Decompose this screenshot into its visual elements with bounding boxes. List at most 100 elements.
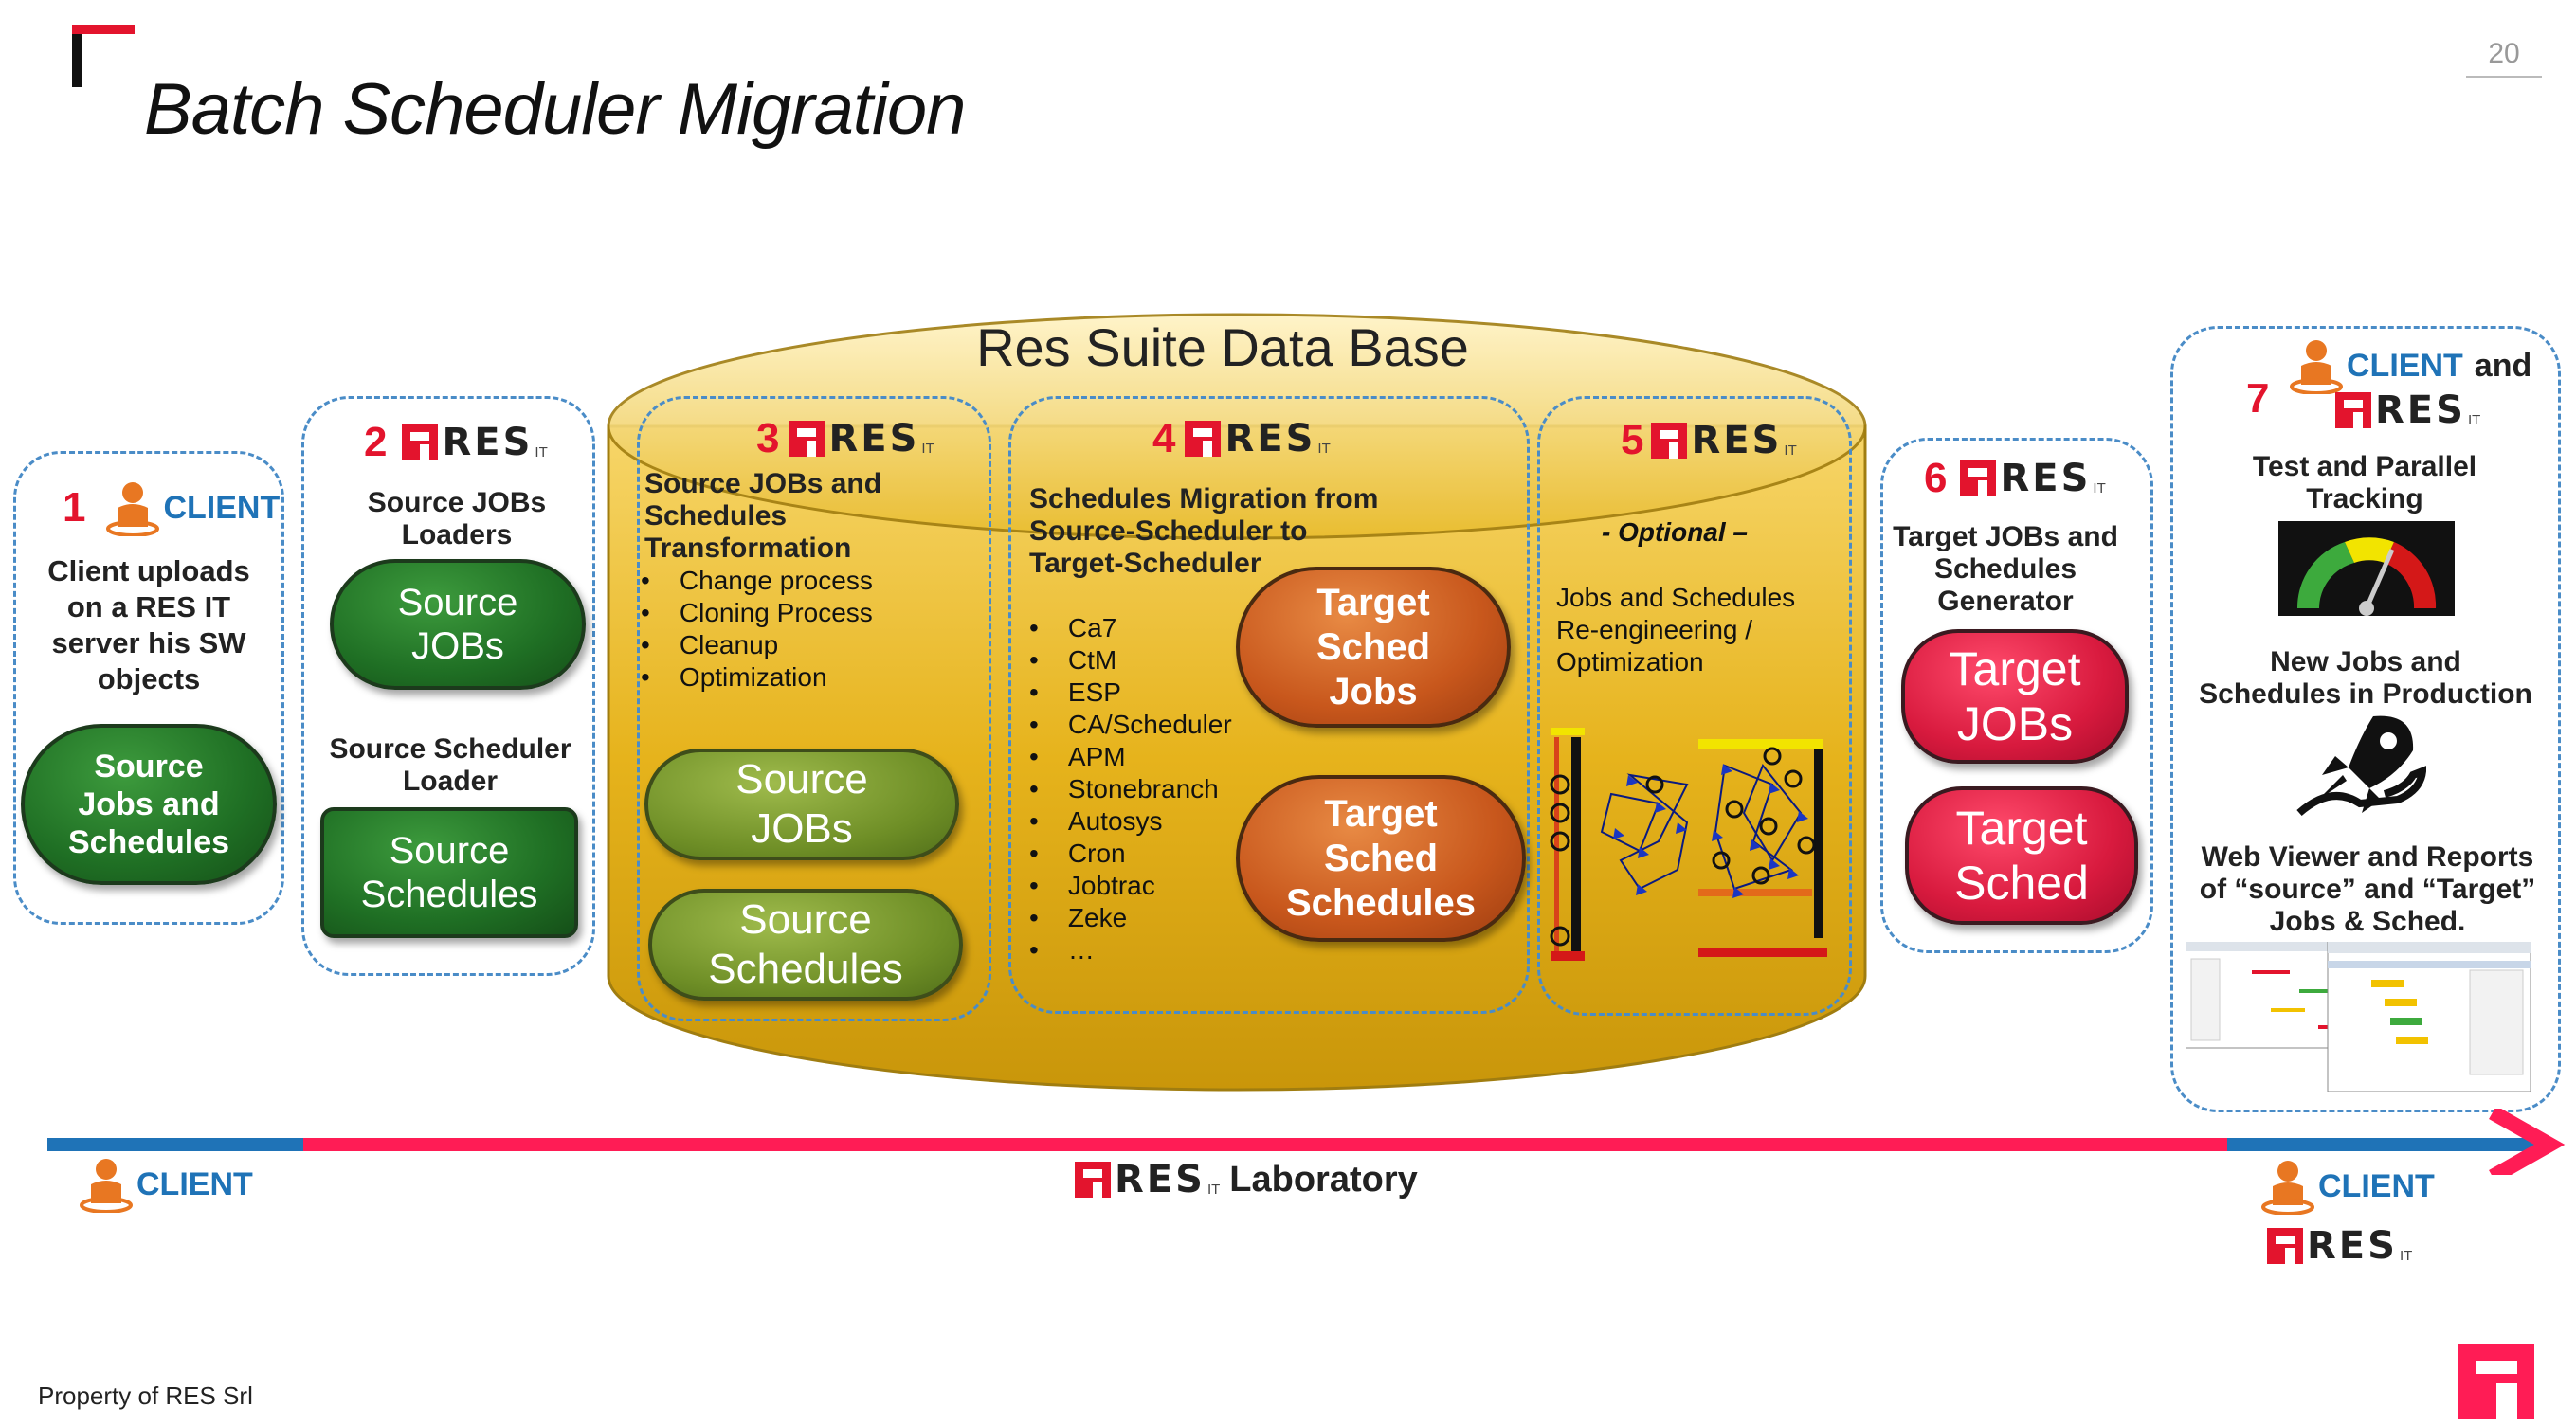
step3-bullet-text: Change process <box>679 566 873 595</box>
step1-text: Client uploads on a RES IT server his SW… <box>47 554 250 695</box>
step7-client: CLIENT and <box>2290 337 2531 394</box>
step4-bullet: • Stonebranch <box>1029 774 1219 803</box>
report-screenshot-thumbnail <box>2185 941 2531 1092</box>
step4-bullet: • Ca7 <box>1029 613 1117 642</box>
step4-bullet-text: … <box>1067 935 1095 965</box>
client-label: CLIENT <box>136 1165 253 1202</box>
lab-label: Laboratory <box>1229 1160 1418 1200</box>
res-logo-mark <box>2267 1228 2303 1264</box>
step2-number: 2 <box>364 419 388 465</box>
step4-bullet: • CA/Scheduler <box>1029 710 1232 739</box>
step2-pill2-label: Source Schedules <box>360 830 538 915</box>
step4-number: 4 <box>1152 415 1176 461</box>
step2-heading2: Source Scheduler Loader <box>329 733 571 797</box>
step7-panel <box>2170 326 2561 1112</box>
res-logo-word: RES <box>828 417 920 460</box>
timeline-arrow <box>47 1106 2568 1183</box>
res-logo-sup: IT <box>1317 441 1331 457</box>
step5-optional: - Optional – <box>1602 517 1748 547</box>
step4-bullet: • ESP <box>1029 677 1121 707</box>
step4-bullet-text: APM <box>1067 742 1126 771</box>
step4-bullet: • CtM <box>1029 645 1117 675</box>
step3-bullet-list: • Change process • Cloning Process • Cle… <box>641 565 873 694</box>
res-logo-mark <box>1651 423 1688 459</box>
step3-bullet: • Cloning Process <box>641 598 873 627</box>
step6-heading: Target JOBs and Schedules Generator <box>1893 521 2118 617</box>
step7-and: and <box>2474 347 2532 384</box>
web-viewer-screenshot <box>2185 941 2531 1092</box>
step4-pill2-label: Target Sched Schedules <box>1285 792 1477 924</box>
client-label: CLIENT <box>2318 1167 2435 1204</box>
step2-heading1: Source JOBs Loaders <box>367 487 547 551</box>
step4-pill-target-sched-jobs: Target Sched Jobs <box>1236 567 1511 728</box>
res-logo-word: RES <box>442 421 534 464</box>
step4-pill-target-sched-schedules: Target Sched Schedules <box>1236 775 1526 942</box>
gauge-icon <box>2278 521 2455 616</box>
res-logo-mark <box>1075 1162 1111 1198</box>
step7-heading3: Web Viewer and Reports of “source” and “… <box>2199 841 2536 937</box>
client-label: CLIENT <box>2347 347 2463 384</box>
step4-bullet-list: • Ca7 • CtM • ESP • CA/Scheduler • APM •… <box>1029 612 1232 966</box>
step6-panel <box>1880 438 2153 953</box>
step1-header: 1 CLIENT <box>63 479 280 536</box>
step1-panel <box>13 451 284 925</box>
res-logo-sup: IT <box>535 444 548 460</box>
res-logo-sup: IT <box>2399 1248 2413 1264</box>
res-logo-mark <box>1960 460 1997 496</box>
client-person-icon <box>2261 1161 2314 1215</box>
client-person-icon <box>80 1159 133 1213</box>
step3-bullet-text: Cleanup <box>679 630 779 659</box>
step1-client: CLIENT <box>106 479 280 536</box>
res-logo-mark <box>402 424 439 460</box>
step4-bullet: • Autosys <box>1029 806 1163 836</box>
step5-number: 5 <box>1621 417 1644 463</box>
step7-heading1: Test and Parallel Tracking <box>2252 451 2477 514</box>
res-logo-word: RES <box>2307 1224 2398 1268</box>
step5-graph-illustration <box>1545 728 1839 965</box>
step6-pill-target-sched: Target Sched <box>1905 786 2138 925</box>
res-logo-word: RES <box>2000 457 2092 500</box>
step3-bullet-text: Cloning Process <box>679 598 873 627</box>
res-logo-word: RES <box>1225 417 1316 460</box>
step5-panel <box>1537 396 1852 1016</box>
step4-bullet: • Zeke <box>1029 903 1128 932</box>
page-title: Batch Scheduler Migration <box>144 69 966 150</box>
step6-number: 6 <box>1924 455 1948 501</box>
step3-bullet-text: Optimization <box>679 662 827 692</box>
step3-bullet: • Optimization <box>641 662 827 692</box>
step4-bullet: • Cron <box>1029 839 1126 868</box>
step2-pill-source-jobs: Source JOBs <box>330 559 586 690</box>
step4-bullet-text: Jobtrac <box>1067 871 1155 900</box>
step2-panel <box>301 396 595 976</box>
step3-pill-source-jobs: Source JOBs <box>644 749 959 860</box>
footer-text: Property of RES Srl <box>38 1381 253 1410</box>
step4-bullet-text: Stonebranch <box>1067 774 1219 803</box>
step3-bullet: • Change process <box>641 566 873 595</box>
res-logo-word: RES <box>1691 419 1783 462</box>
client-label: CLIENT <box>163 489 281 526</box>
timeline-client-right: CLIENT <box>2261 1158 2435 1215</box>
step1-pill-source-jobs-schedules: Source Jobs and Schedules <box>21 724 277 885</box>
step1-number: 1 <box>63 484 86 531</box>
step7-number: 7 <box>2246 375 2270 422</box>
step2-pill1-label: Source JOBs <box>397 582 518 667</box>
step4-bullet-text: ESP <box>1067 677 1121 707</box>
step4-panel <box>1008 396 1530 1014</box>
step5-text: Jobs and Schedules Re-engineering / Opti… <box>1556 583 1796 677</box>
client-person-icon <box>2290 340 2343 394</box>
corner-mark <box>72 25 135 87</box>
timeline-client-left: CLIENT <box>80 1156 253 1213</box>
step4-pill1-label: Target Sched Jobs <box>1315 581 1431 713</box>
step4-bullet: • … <box>1029 935 1095 965</box>
rocket-icon <box>2296 715 2427 817</box>
page-number: 20 <box>2466 38 2542 78</box>
res-logo-mark <box>2335 392 2371 428</box>
